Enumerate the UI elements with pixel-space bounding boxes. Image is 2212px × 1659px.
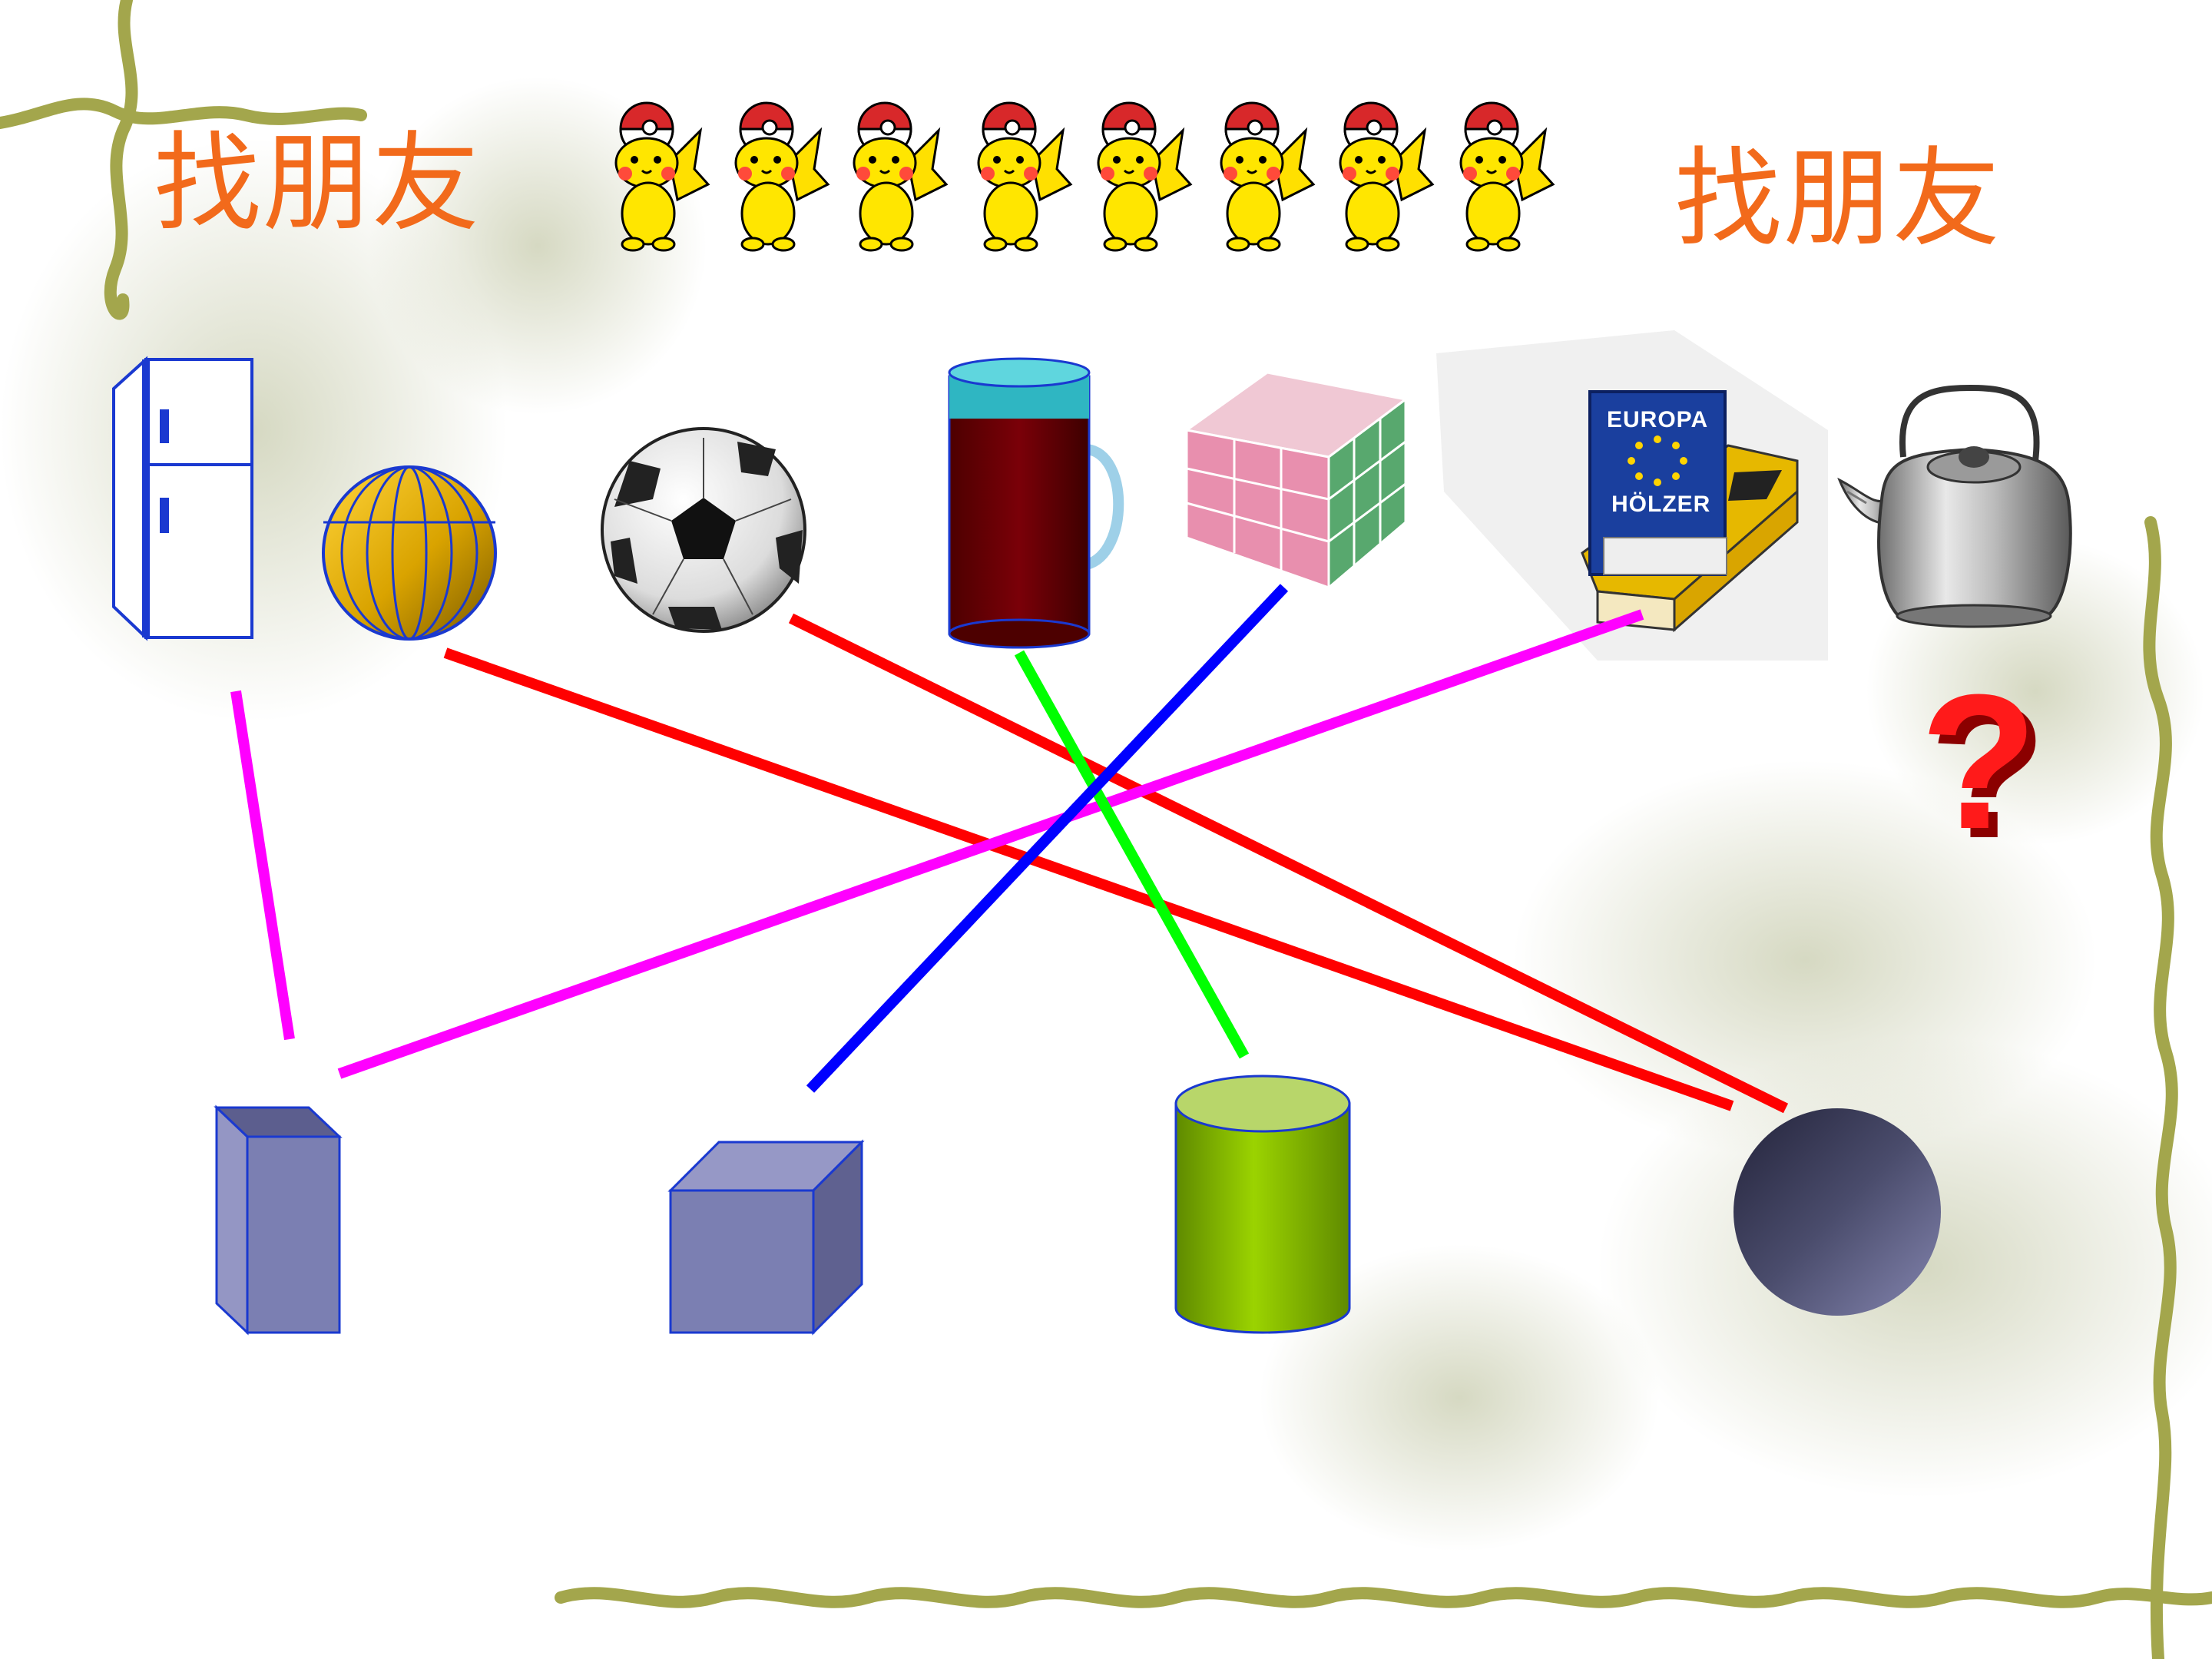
cuboid-shape[interactable] (214, 1104, 343, 1336)
line-fridge-to-cuboid (230, 690, 295, 1041)
pikachu-icon (1339, 101, 1434, 252)
soccer-ball-icon[interactable] (601, 427, 806, 633)
book-on-matchbox-icon[interactable] (1436, 330, 1828, 661)
cylinder-shape[interactable] (1174, 1075, 1351, 1334)
pikachu-icon (734, 101, 830, 252)
kettle-icon[interactable] (1837, 384, 2072, 628)
page-title-left: 找朋友 (154, 121, 482, 247)
pikachu-icon (853, 101, 948, 252)
line-book-to-cuboid (337, 609, 1644, 1079)
book-title-line2: HÖLZER (1611, 492, 1711, 517)
page-title-right: 找朋友 (1674, 137, 2002, 262)
refrigerator-icon[interactable] (112, 356, 253, 641)
line-mug-to-cylinder (1014, 650, 1250, 1059)
pikachu-icon (1459, 101, 1555, 252)
question-mark-text: ? (1920, 654, 2038, 869)
line-globe-to-sphere (443, 647, 1734, 1111)
cube-shape[interactable] (667, 1139, 865, 1336)
line-ball-to-sphere (788, 613, 1789, 1114)
line-cube-toy-to-cube (806, 584, 1289, 1093)
sphere-shape[interactable] (1734, 1108, 1941, 1316)
pikachu-icon (1097, 101, 1192, 252)
mug-icon[interactable] (948, 357, 1124, 649)
pikachu-row (614, 101, 1555, 252)
globe-icon[interactable] (322, 465, 497, 641)
pikachu-icon (1220, 101, 1315, 252)
pikachu-icon (977, 101, 1072, 252)
cube-toy-icon[interactable] (1184, 371, 1409, 591)
connection-lines (230, 584, 1789, 1114)
book-title-line1: EUROPA (1607, 407, 1709, 432)
svg-text:?: ? (1929, 664, 2047, 878)
question-mark-icon: ? ? (1920, 654, 2047, 878)
